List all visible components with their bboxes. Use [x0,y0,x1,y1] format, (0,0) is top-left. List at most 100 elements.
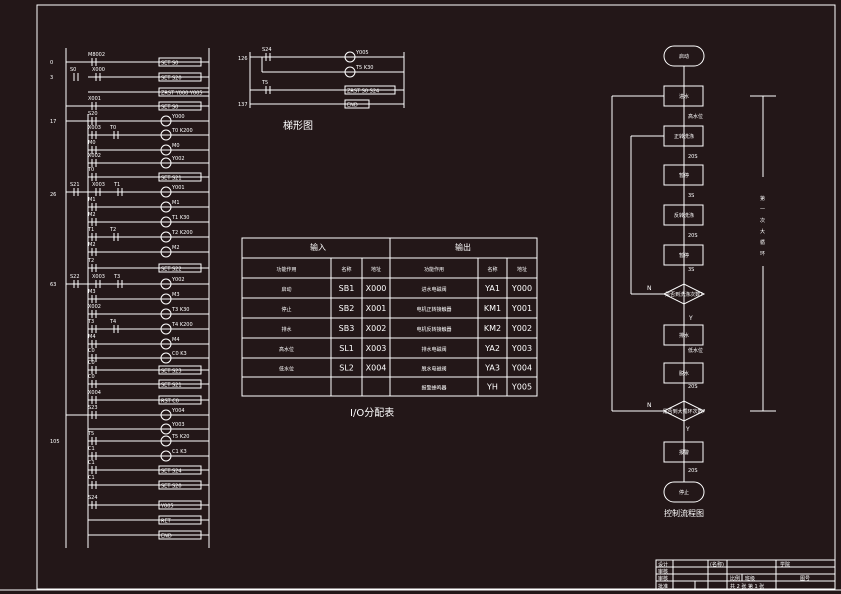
process-label: 正转洗涤 [674,133,694,140]
terminator-label: 停止 [679,489,689,496]
yes-label: Y [685,426,690,433]
title-block-cell: 班级 [745,575,755,582]
instruction-box [158,379,202,389]
coil-label: T5 K20 [171,434,189,440]
yes-label: Y [688,315,693,322]
ladder-rung: RET [88,515,209,525]
contact-label: S23 [88,405,98,411]
flowchart-caption: 控制流程图 [664,508,704,518]
instruction-box [158,480,202,490]
title-block-cell: 图号 [800,576,810,582]
loop-label-char: 一 [760,207,765,213]
title-block: 设计审核审核批准(名称)比例图号共 2 张 第 1 张学院班级 [655,559,836,591]
title-block-cell: (名称) [710,561,724,568]
instruction-label: SET S21 [161,176,182,182]
table-cell: SL1 [339,344,354,353]
coil-label: Y000 [171,114,185,120]
coil-label: C1 K3 [172,449,187,455]
contact-label: T2 [87,258,94,264]
coil-label: T3 K30 [171,307,189,313]
table-cell: 电机正转接触器 [416,306,451,313]
terminator-label: 启动 [679,53,689,60]
input-header: 输入 [310,242,326,252]
table-cell: SB2 [339,304,355,313]
coil-icon [344,66,356,78]
loop-label-char: 第 [760,195,765,202]
table-cell: 低水位 [279,366,294,373]
instruction-box [158,515,202,525]
column-header: 地址 [371,266,381,273]
contact-label: C0 [88,348,95,354]
contact-label: T0 [109,125,116,131]
contact-label: X001 [88,96,101,102]
title-block-cell: 设计 [658,561,668,568]
instruction-box [158,57,202,67]
table-cell: 停止 [281,306,291,313]
contact-label: S24 [88,495,98,501]
table-cell: Y001 [511,304,532,313]
contact-label: X002 [88,153,101,159]
contact-label: M2 [88,242,96,248]
contact-label: C1 [88,446,95,452]
decision-label: 是否到大循环次数? [663,408,706,415]
table-cell: SL2 [339,364,354,373]
instruction-box [158,500,202,510]
edge-label: 低水位 [688,347,703,354]
flowchart: 控制流程图 启动进水正转洗涤暂停反转洗涤暂停排水脱水报警是否到洗涤次数?是否到大… [611,45,776,518]
coil-icon [160,157,172,169]
contact-label: X003 [92,274,105,280]
edge-label: 20S [688,233,698,239]
step-number: 0 [50,60,53,66]
instruction-box [158,172,202,182]
coil-icon [160,338,172,350]
coil-icon [160,216,172,228]
step-number: 137 [238,102,248,108]
table-cell: YA1 [484,284,500,293]
process-label: 反转洗涤 [674,212,694,219]
contact-label: T5 [261,80,268,86]
contact-label: T5 [87,431,94,437]
instruction-label: SET S22 [161,267,182,273]
column-header: 功能作用 [424,266,444,273]
contact-label: M3 [88,289,96,295]
coil-label: M2 [172,245,180,251]
coil-label: M1 [172,200,180,206]
coil-icon [160,435,172,447]
coil-label: Y001 [171,185,185,191]
contact-label: S22 [70,274,80,280]
table-cell: X003 [366,344,387,353]
process-label: 暂停 [679,252,689,259]
coil-icon [160,231,172,243]
coil-label: T1 K30 [171,215,189,221]
contact-label: C0 [88,374,95,380]
ladder-rung: C1 C1 K3 [88,446,209,462]
table-cell: KM1 [484,304,501,313]
instruction-box [344,85,396,95]
edge-label: 20S [688,468,698,474]
drawing-frame [36,4,836,590]
contact-label: T0 [87,167,94,173]
contact-label: T3 [87,319,94,325]
coil-icon [344,51,356,63]
contact-label: M8002 [88,52,105,58]
terminator [663,481,705,503]
coil-label: T4 K200 [171,322,193,328]
step-number: 17 [50,119,56,125]
table-cell: 启动 [281,286,291,293]
coil-label: Y002 [171,277,185,283]
coil-icon [160,129,172,141]
instruction-label: SET S0 [161,61,178,67]
